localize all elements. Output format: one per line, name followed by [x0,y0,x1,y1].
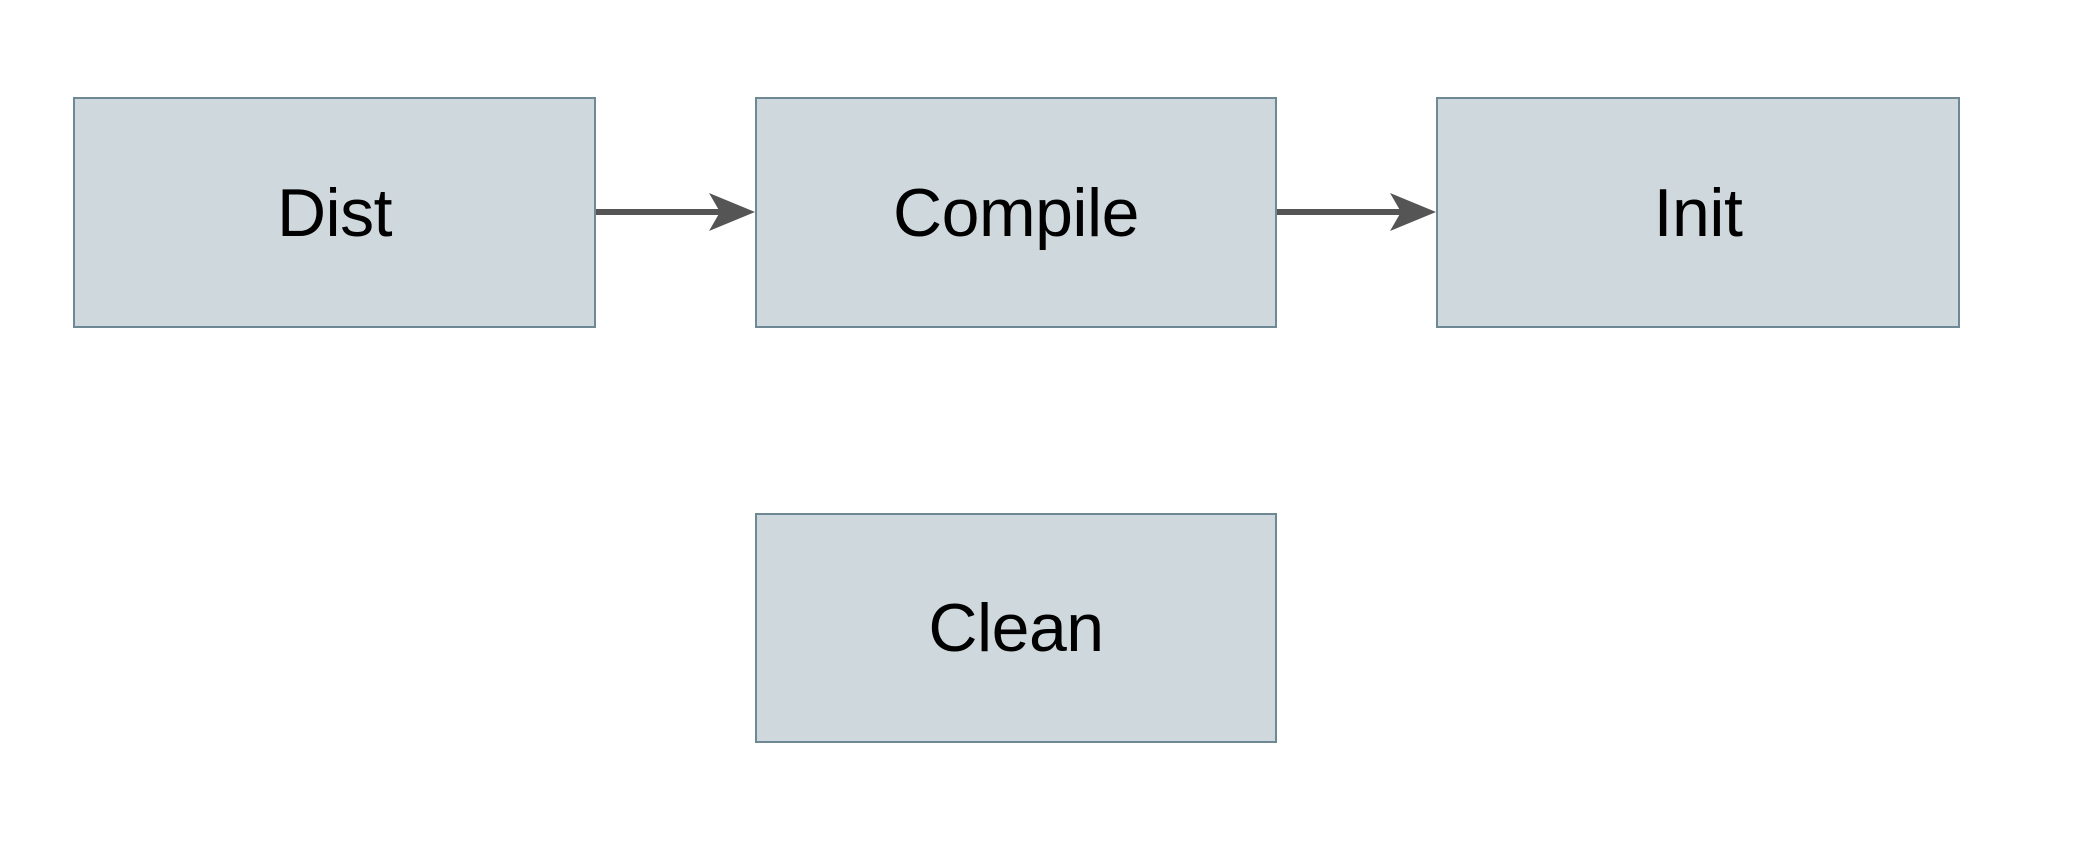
node-init[interactable]: Init [1436,97,1960,328]
edge-compile-to-init[interactable] [1277,182,1436,242]
edge-dist-to-compile[interactable] [596,182,755,242]
arrowhead-icon [709,193,755,231]
node-compile[interactable]: Compile [755,97,1277,328]
node-init-label: Init [1653,174,1743,251]
node-compile-label: Compile [893,174,1139,251]
node-clean-label: Clean [928,590,1104,666]
node-clean[interactable]: Clean [755,513,1277,743]
node-dist[interactable]: Dist [73,97,596,328]
arrowhead-icon [1390,193,1436,231]
node-dist-label: Dist [276,174,393,251]
